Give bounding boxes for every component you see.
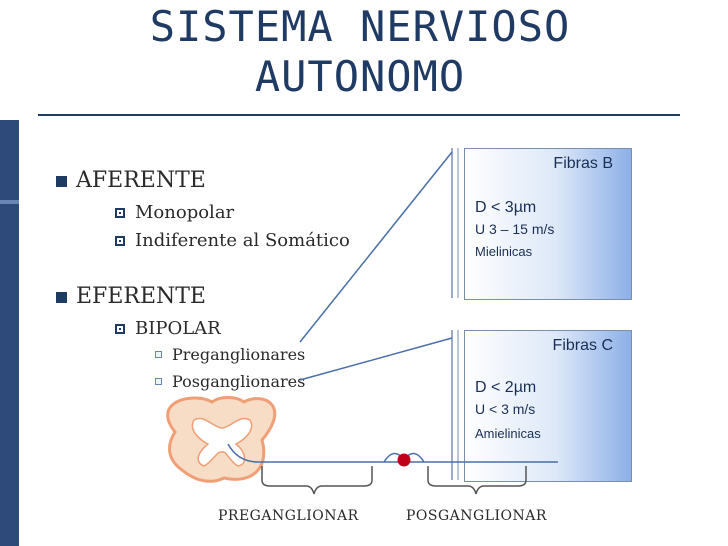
callout-preganglionares-line xyxy=(299,151,453,343)
bullet-preganglionares-label: Preganglionares xyxy=(172,345,306,364)
hollow-square-bullet-icon xyxy=(115,208,125,218)
preganglionar-label: PREGANGLIONAR xyxy=(218,508,359,524)
efferent-nerve-line xyxy=(227,443,558,463)
accent-tick xyxy=(0,200,19,204)
posganglionar-label: POSGANGLIONAR xyxy=(406,508,547,524)
bullet-posganglionares-label: Posganglionares xyxy=(172,372,306,391)
preganglionar-brace xyxy=(261,466,373,495)
fibras-c-heading: Fibras C xyxy=(552,337,613,354)
posganglionar-brace xyxy=(427,466,527,495)
small-square-bullet-icon xyxy=(155,378,162,385)
slide-title: SISTEMA NERVIOSO AUTONOMO xyxy=(40,2,680,102)
bullet-posganglionares: Posganglionares xyxy=(155,372,306,391)
fibras-c-box: Fibras C D < 2µm U < 3 m/s Amielinicas xyxy=(464,330,632,482)
bullet-aferente: AFERENTE xyxy=(56,168,206,193)
bullet-monopolar: Monopolar xyxy=(115,202,235,223)
spinal-cord-icon xyxy=(166,396,277,483)
bullet-bipolar: BIPOLAR xyxy=(115,318,221,339)
bullet-monopolar-label: Monopolar xyxy=(135,202,235,223)
fibras-b-speed: U 3 – 15 m/s xyxy=(475,221,555,237)
filled-square-bullet-icon xyxy=(56,176,67,187)
bullet-aferente-label: AFERENTE xyxy=(76,168,206,193)
fibras-c-speed: U < 3 m/s xyxy=(475,401,536,417)
left-accent-bar xyxy=(0,120,19,546)
ganglion-icon xyxy=(383,452,425,467)
title-underline xyxy=(38,114,680,116)
left-accent-bar-top xyxy=(0,0,19,120)
small-square-bullet-icon xyxy=(155,351,162,358)
hollow-square-bullet-icon xyxy=(115,324,125,334)
fibras-c-diameter: D < 2µm xyxy=(475,379,537,396)
fibras-b-diameter: D < 3µm xyxy=(475,199,537,216)
title-line-2: AUTONOMO xyxy=(254,52,466,101)
fibras-c-myelin: Amielinicas xyxy=(475,426,541,441)
callout-posganglionares-line xyxy=(299,337,453,381)
bullet-bipolar-label: BIPOLAR xyxy=(135,318,221,339)
filled-square-bullet-icon xyxy=(56,292,67,303)
title-line-1: SISTEMA NERVIOSO xyxy=(149,2,571,51)
bullet-eferente-label: EFERENTE xyxy=(76,284,206,309)
fibras-b-myelin: Mielinicas xyxy=(475,244,533,259)
fibras-b-heading: Fibras B xyxy=(553,155,613,172)
bullet-eferente: EFERENTE xyxy=(56,284,206,309)
hollow-square-bullet-icon xyxy=(115,236,125,246)
fibras-b-box: Fibras B D < 3µm U 3 – 15 m/s Mielinicas xyxy=(464,148,632,300)
bullet-indiferente-label: Indiferente al Somático xyxy=(135,230,350,251)
bullet-indiferente: Indiferente al Somático xyxy=(115,230,350,251)
bullet-preganglionares: Preganglionares xyxy=(155,345,306,364)
